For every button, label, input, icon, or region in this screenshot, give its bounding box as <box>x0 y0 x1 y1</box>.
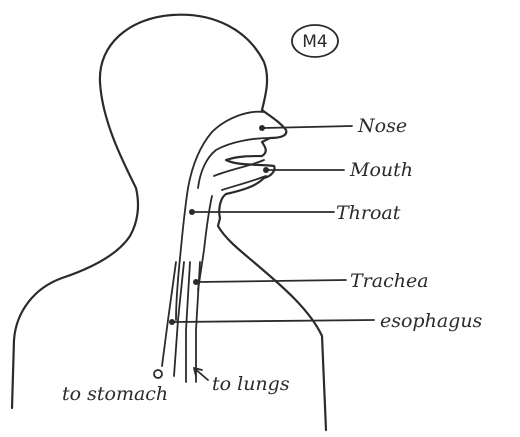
label-to-stomach: to stomach <box>62 383 168 405</box>
figure-tag: M4 <box>292 25 338 57</box>
nose-leader-line <box>264 126 352 128</box>
label-nose: Nose <box>357 115 407 137</box>
esophagus-outlet-marker <box>154 370 162 378</box>
label-throat: Throat <box>336 202 401 224</box>
label-trachea: Trachea <box>350 270 429 292</box>
figure-tag-text: M4 <box>302 32 327 52</box>
throat-front-wall <box>198 196 212 290</box>
label-esophagus: esophagus <box>380 310 483 332</box>
label-to-lungs: to lungs <box>212 373 290 395</box>
trachea-leader-line <box>198 280 346 282</box>
esophagus-tube-back <box>162 262 176 366</box>
esophagus-leader-line <box>174 320 374 322</box>
label-mouth: Mouth <box>349 159 413 181</box>
throat-back-wall <box>176 188 188 320</box>
